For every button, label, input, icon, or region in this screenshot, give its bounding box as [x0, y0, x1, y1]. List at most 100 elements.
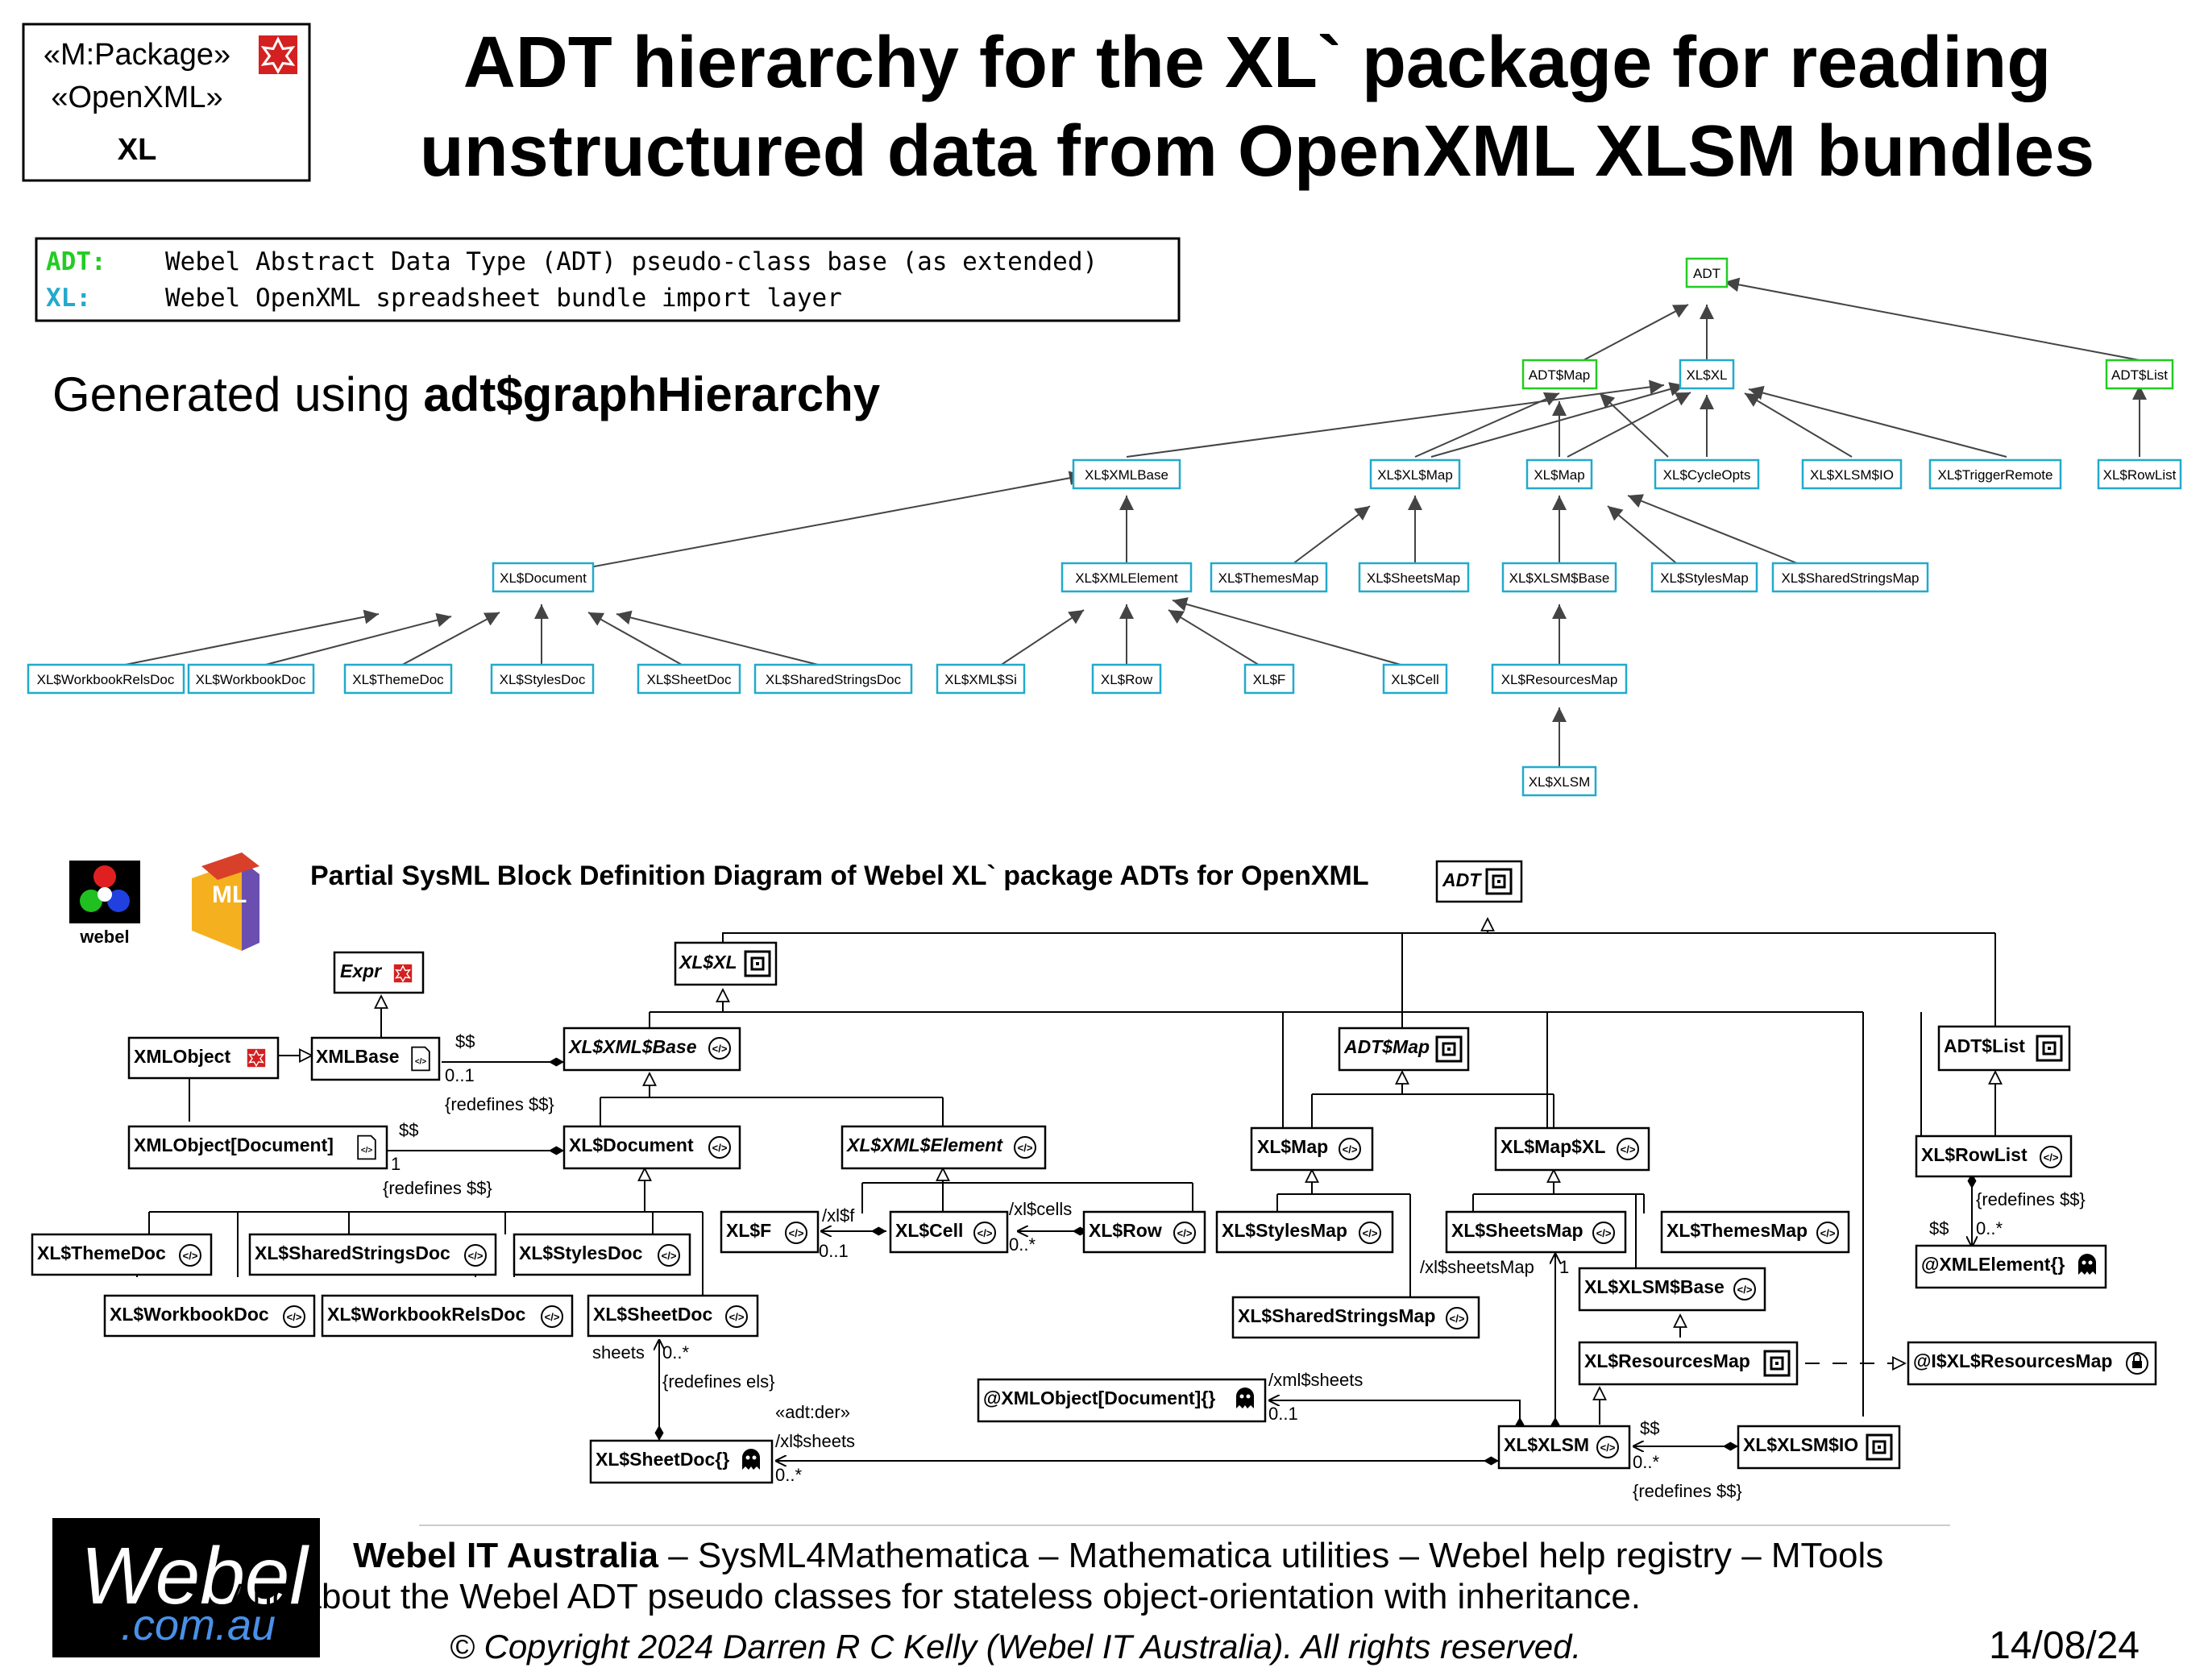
- footer-links: Webel IT Australia – SysML4Mathematica –…: [353, 1536, 1883, 1575]
- svg-text:{redefines $$}: {redefines $$}: [1976, 1189, 2086, 1209]
- block-xl-sheet-doc-ref[interactable]: XL$SheetDoc{}: [589, 1439, 774, 1484]
- block-xl-map[interactable]: XL$Map: [1250, 1126, 1374, 1172]
- block-xl-row-list[interactable]: XL$RowList: [1915, 1135, 2073, 1178]
- svg-text:XL$XML$Element: XL$XML$Element: [845, 1135, 1003, 1155]
- block-xl-sheets-map[interactable]: XL$SheetsMap: [1445, 1210, 1627, 1254]
- block-expr[interactable]: Expr: [333, 951, 425, 994]
- node-xlsm-base: XL$XLSM$Base: [1509, 570, 1610, 586]
- block-xl-map-xl[interactable]: XL$Map$XL: [1494, 1126, 1650, 1172]
- node-adt-list: ADT$List: [2111, 367, 2168, 383]
- sysml-logo: ML: [192, 852, 259, 951]
- block-xl-shared-strings-doc[interactable]: XL$SharedStringsDoc: [248, 1233, 497, 1276]
- webel-logo-label: webel: [79, 927, 129, 947]
- page-title-line2: unstructured data from OpenXML XLSM bund…: [420, 111, 2094, 192]
- svg-text:XL$XLSM$Base: XL$XLSM$Base: [1584, 1276, 1725, 1297]
- node-row: XL$Row: [1101, 672, 1153, 687]
- svg-text:/xl$sheets: /xl$sheets: [775, 1431, 855, 1451]
- block-adt-list[interactable]: ADT$List: [1937, 1025, 2071, 1072]
- svg-text:XL$Document: XL$Document: [569, 1135, 694, 1155]
- svg-text:0..*: 0..*: [662, 1342, 689, 1363]
- node-row-list: XL$RowList: [2103, 467, 2177, 483]
- block-xl-workbook-doc[interactable]: XL$WorkbookDoc: [103, 1294, 316, 1338]
- node-cycle-opts: XL$CycleOpts: [1663, 467, 1751, 483]
- block-xl-f[interactable]: XL$F: [720, 1210, 820, 1254]
- node-themes-map: XL$ThemesMap: [1218, 570, 1319, 586]
- block-xml-object-doc[interactable]: XMLObject[Document]: [127, 1125, 388, 1170]
- svg-text:ADT$Map: ADT$Map: [1343, 1036, 1430, 1057]
- block-xl-xlsm-base[interactable]: XL$XLSM$Base: [1578, 1267, 1766, 1312]
- footer-date: 14/08/24: [1989, 1624, 2140, 1667]
- svg-text:XL$SheetDoc{}: XL$SheetDoc{}: [596, 1449, 729, 1470]
- svg-text:0..1: 0..1: [819, 1241, 849, 1261]
- package-stereotype: «M:Package»: [44, 38, 230, 72]
- footer-adt-note[interactable]: And about the Webel ADT pseudo classes f…: [229, 1577, 1641, 1616]
- svg-text:{redefines $$}: {redefines $$}: [445, 1094, 554, 1114]
- bdd-diagram: [136, 919, 1995, 1461]
- svg-text:0..*: 0..*: [775, 1465, 802, 1485]
- block-xl-xlsm[interactable]: XL$XLSM: [1497, 1425, 1631, 1470]
- block-adt-map[interactable]: ADT$Map: [1338, 1027, 1470, 1072]
- block-xl-xl[interactable]: XL$XL: [674, 941, 778, 986]
- package-box: «M:Package» «OpenXML» XL: [22, 23, 311, 182]
- svg-text:XL$XLSM: XL$XLSM: [1504, 1434, 1589, 1455]
- generated-tool: adt$graphHierarchy: [423, 367, 880, 421]
- legend-box: ADT: Webel Abstract Data Type (ADT) pseu…: [35, 237, 1181, 322]
- svg-text:XL$F: XL$F: [726, 1220, 771, 1241]
- node-document: XL$Document: [500, 570, 587, 586]
- svg-text:XL$Map: XL$Map: [1257, 1136, 1328, 1157]
- block-i-resources-map[interactable]: @I$XL$ResourcesMap: [1907, 1341, 2157, 1386]
- svg-text:Expr: Expr: [340, 960, 382, 981]
- package-stereotype-openxml: «OpenXML»: [51, 81, 222, 114]
- block-xml-base[interactable]: XMLBase: [310, 1036, 441, 1081]
- block-xml-element-ref[interactable]: @XMLElement{}: [1915, 1244, 2107, 1289]
- node-resources-map: XL$ResourcesMap: [1501, 672, 1618, 687]
- svg-text:XL$RowList: XL$RowList: [1921, 1144, 2028, 1165]
- svg-text:XL$WorkbookDoc: XL$WorkbookDoc: [110, 1304, 269, 1325]
- generated-note: Generated using adt$graphHierarchy: [52, 367, 881, 421]
- svg-text:sheets: sheets: [592, 1342, 645, 1363]
- node-xl-map: XL$Map: [1534, 467, 1584, 483]
- block-xl-xlsm-io[interactable]: XL$XLSM$IO: [1737, 1425, 1901, 1470]
- node-xl-xl: XL$XL: [1686, 367, 1727, 383]
- svg-text:XL$XLSM$IO: XL$XLSM$IO: [1743, 1434, 1858, 1455]
- block-xl-shared-strings-map[interactable]: XL$SharedStringsMap: [1231, 1296, 1480, 1339]
- bdd-labels: $$ 0..1 {redefines $$} $$ 1 {redefines $…: [383, 1031, 2086, 1501]
- block-xl-workbook-rels-doc[interactable]: XL$WorkbookRelsDoc: [321, 1294, 574, 1338]
- block-xl-xml-base[interactable]: XL$XML$Base: [562, 1027, 741, 1072]
- svg-text:@XMLObject[Document]{}: @XMLObject[Document]{}: [983, 1388, 1215, 1408]
- block-adt[interactable]: ADT: [1435, 860, 1523, 903]
- block-xl-styles-doc[interactable]: XL$StylesDoc: [513, 1233, 691, 1276]
- block-xl-cell[interactable]: XL$Cell: [889, 1210, 1009, 1254]
- block-xl-theme-doc[interactable]: XL$ThemeDoc: [31, 1233, 213, 1276]
- block-xl-row[interactable]: XL$Row: [1082, 1210, 1206, 1254]
- svg-text:XL$SheetsMap: XL$SheetsMap: [1451, 1220, 1583, 1241]
- svg-text:XL$SharedStringsDoc: XL$SharedStringsDoc: [255, 1242, 450, 1263]
- node-workbook-doc: XL$WorkbookDoc: [196, 672, 306, 687]
- footer-company[interactable]: Webel IT Australia: [353, 1536, 659, 1575]
- svg-text:XL$XML$Base: XL$XML$Base: [567, 1036, 697, 1057]
- svg-text:0..*: 0..*: [1633, 1452, 1659, 1472]
- footer-copyright: © Copyright 2024 Darren R C Kelly (Webel…: [450, 1628, 1581, 1665]
- svg-text:0..*: 0..*: [1976, 1218, 2003, 1238]
- svg-text:$$: $$: [455, 1031, 475, 1052]
- footer-link-list[interactable]: – SysML4Mathematica – Mathematica utilit…: [658, 1536, 1883, 1575]
- block-xml-object[interactable]: XMLObject: [127, 1036, 280, 1080]
- svg-text:0..*: 0..*: [1009, 1234, 1036, 1255]
- svg-text:/xl$sheetsMap: /xl$sheetsMap: [1420, 1257, 1534, 1277]
- svg-text:ML: ML: [212, 881, 247, 908]
- webel-com-au-logo[interactable]: Webel .com.au: [52, 1518, 320, 1657]
- bdd-title: Partial SysML Block Definition Diagram o…: [310, 861, 1369, 891]
- block-xl-document[interactable]: XL$Document: [562, 1125, 741, 1170]
- svg-text:XL$StylesDoc: XL$StylesDoc: [519, 1242, 643, 1263]
- block-xl-styles-map[interactable]: XL$StylesMap: [1215, 1210, 1394, 1254]
- block-xl-resources-map[interactable]: XL$ResourcesMap: [1578, 1341, 1799, 1386]
- block-xl-themes-map[interactable]: XL$ThemesMap: [1660, 1210, 1850, 1254]
- svg-text:XL$XL: XL$XL: [678, 952, 737, 973]
- block-xml-object-doc-ref[interactable]: @XMLObject[Document]{}: [977, 1378, 1267, 1423]
- svg-text:/xl$f: /xl$f: [822, 1205, 855, 1226]
- block-xl-sheet-doc[interactable]: XL$SheetDoc: [587, 1294, 759, 1338]
- svg-text:@XMLElement{}: @XMLElement{}: [1921, 1254, 2065, 1275]
- svg-text:/xl$cells: /xl$cells: [1009, 1199, 1072, 1219]
- block-xl-xml-element[interactable]: XL$XML$Element: [841, 1125, 1047, 1170]
